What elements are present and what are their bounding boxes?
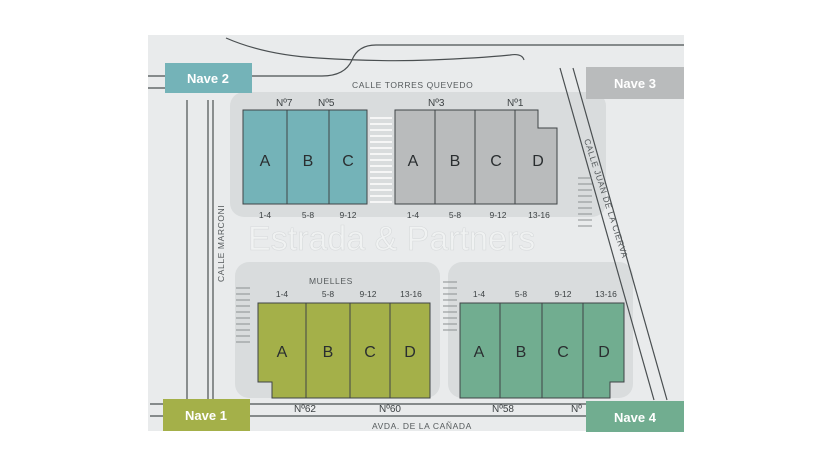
nave-1-unit-b-letter: B — [323, 344, 334, 361]
nave-3-unit-d-range: 13-16 — [528, 210, 550, 220]
nave-4-unit-c[interactable] — [541, 302, 584, 399]
nave-1-unit-a-range: 1-4 — [276, 289, 289, 299]
nave-2-street-number-2: Nº5 — [318, 98, 335, 109]
nave-2-street-number-1: Nº7 — [276, 98, 293, 109]
nave-1-badge[interactable]: Nave 1 — [163, 399, 250, 431]
nave-1-unit-b-range: 5-8 — [322, 289, 335, 299]
nave-3-unit-b-letter: B — [450, 153, 461, 170]
nave-4-unit-a-range: 1-4 — [473, 289, 486, 299]
nave-3-building — [394, 109, 558, 205]
nave-2-unit-a-range: 1-4 — [259, 210, 272, 220]
nave-2-unit-c-letter: C — [342, 153, 354, 170]
nave-2-unit-b[interactable] — [286, 109, 330, 205]
nave-3-unit-a-range: 1-4 — [407, 210, 420, 220]
nave-3-unit-d[interactable] — [514, 109, 558, 205]
street-label-bottom: AVDA. DE LA CAÑADA — [372, 421, 472, 431]
nave-4-street-number-2: Nº — [571, 404, 582, 415]
nave-4-badge-label: Nave 4 — [614, 410, 657, 425]
street-label-top: CALLE TORRES QUEVEDO — [352, 80, 473, 90]
nave-1-street-number-1: Nº62 — [294, 404, 316, 415]
nave-4-badge-background — [586, 401, 684, 432]
nave-4-unit-c-letter: C — [557, 344, 569, 361]
street-label-docks: MUELLES — [309, 276, 353, 286]
nave-4-unit-d-letter: D — [598, 344, 610, 361]
nave-3-street-number-2: Nº1 — [507, 98, 524, 109]
nave-3-unit-c-range: 9-12 — [489, 210, 506, 220]
nave-4-unit-d-range: 13-16 — [595, 289, 617, 299]
nave-4-unit-a[interactable] — [459, 302, 501, 399]
nave-2-unit-c-range: 9-12 — [339, 210, 356, 220]
nave-1-unit-d-letter: D — [404, 344, 416, 361]
nave-3-street-number-1: Nº3 — [428, 98, 445, 109]
parking-stripes-east — [578, 177, 592, 227]
nave-1-unit-c-range: 9-12 — [359, 289, 376, 299]
walkway-stripes-north — [370, 117, 392, 203]
nave-1-unit-a-letter: A — [277, 344, 288, 361]
nave-4-building — [459, 302, 625, 399]
nave-1-unit-d-range: 13-16 — [400, 289, 422, 299]
nave-3-unit-d-letter: D — [532, 153, 544, 170]
parking-stripes-south-center — [443, 281, 457, 331]
nave-3-unit-c-letter: C — [490, 153, 502, 170]
nave-3-badge[interactable]: Nave 3 — [586, 67, 684, 99]
nave-1-unit-b[interactable] — [305, 302, 351, 399]
nave-3-unit-b-range: 5-8 — [449, 210, 462, 220]
nave-1-unit-c[interactable] — [349, 302, 391, 399]
nave-2-badge[interactable]: Nave 2 — [165, 63, 252, 93]
nave-1-building — [257, 302, 431, 399]
nave-2-unit-c[interactable] — [328, 109, 368, 205]
nave-2-badge-background — [165, 63, 252, 93]
nave-3-unit-a[interactable] — [394, 109, 436, 205]
nave-3-badge-label: Nave 3 — [614, 76, 656, 91]
nave-2-unit-b-range: 5-8 — [302, 210, 315, 220]
nave-4-unit-b-range: 5-8 — [515, 289, 528, 299]
nave-2-building — [242, 109, 368, 205]
nave-1-badge-background — [163, 399, 250, 431]
watermark-text: Estrada & Partners — [248, 220, 535, 258]
nave-2-unit-a-letter: A — [260, 153, 271, 170]
nave-4-unit-d[interactable] — [582, 302, 625, 399]
parking-stripes-south-west — [236, 287, 250, 343]
nave-3-unit-c[interactable] — [474, 109, 516, 205]
nave-4-unit-b-letter: B — [516, 344, 527, 361]
street-label-left: CALLE MARCONI — [216, 205, 226, 282]
nave-1-street-number-2: Nº60 — [379, 404, 401, 415]
nave-3-badge-background — [586, 67, 684, 99]
nave-2-unit-b-letter: B — [303, 153, 314, 170]
nave-4-unit-a-letter: A — [474, 344, 485, 361]
nave-1-unit-c-letter: C — [364, 344, 376, 361]
nave-2-unit-a[interactable] — [242, 109, 288, 205]
nave-4-unit-c-range: 9-12 — [554, 289, 571, 299]
nave-2-badge-label: Nave 2 — [187, 71, 229, 86]
nave-1-badge-label: Nave 1 — [185, 408, 227, 423]
nave-3-unit-b[interactable] — [434, 109, 476, 205]
nave-3-unit-a-letter: A — [408, 153, 419, 170]
nave-4-badge[interactable]: Nave 4 — [586, 401, 684, 432]
nave-1-unit-d[interactable] — [389, 302, 431, 399]
nave-4-street-number-1: Nº58 — [492, 404, 514, 415]
nave-4-unit-b[interactable] — [499, 302, 543, 399]
